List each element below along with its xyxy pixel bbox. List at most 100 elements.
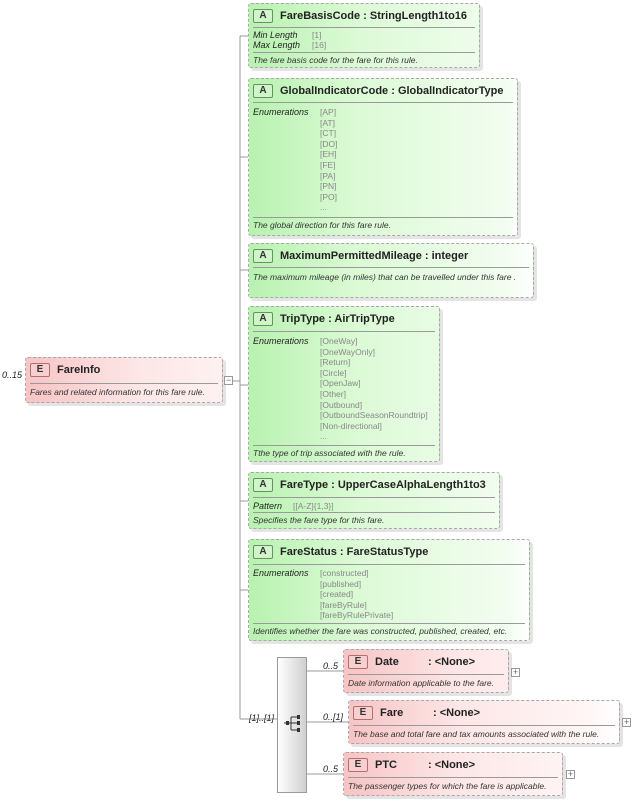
divider xyxy=(253,52,475,53)
root-multiplicity: 0..15 xyxy=(2,370,23,380)
attribute-faretype[interactable]: A FareType : UpperCaseAlphaLength1to3 Pa… xyxy=(248,472,500,529)
enum-value: [constructed] xyxy=(320,568,369,578)
facet-label: Min Length xyxy=(253,30,298,40)
element-name: FareInfo xyxy=(57,364,101,376)
enum-value: [PA] xyxy=(320,170,336,181)
attribute-doc: Specifies the fare type for this fare. xyxy=(253,515,385,525)
attribute-badge: A xyxy=(253,84,273,98)
enum-value: [PO] xyxy=(320,191,338,202)
attribute-doc: Tthe type of trip associated with the ru… xyxy=(253,448,406,458)
expand-icon[interactable]: + xyxy=(511,667,520,677)
enum-value: ... xyxy=(320,202,328,213)
divider xyxy=(348,777,558,778)
enum-value: [Return] xyxy=(320,357,351,368)
element-type: : <None> xyxy=(433,707,481,719)
enumerations-label: Enumerations xyxy=(253,568,309,578)
divider xyxy=(253,267,529,268)
divider xyxy=(348,674,504,675)
element-fare[interactable]: E Fare : <None> The base and total fare … xyxy=(348,700,620,744)
element-doc: The base and total fare and tax amounts … xyxy=(353,729,600,739)
enum-value: [FE] xyxy=(320,160,336,170)
divider xyxy=(253,512,495,513)
attribute-badge: A xyxy=(253,9,273,23)
divider xyxy=(353,725,615,726)
attribute-badge: A xyxy=(253,249,273,263)
expand-icon[interactable]: + xyxy=(622,717,631,727)
facet-value: [1] xyxy=(312,30,322,40)
attribute-doc: The fare basis code for the fare for thi… xyxy=(253,55,418,65)
divider xyxy=(253,217,513,218)
element-date[interactable]: E Date : <None> Date information applica… xyxy=(343,649,509,693)
element-doc: Date information applicable to the fare. xyxy=(348,678,495,688)
attribute-badge: A xyxy=(253,545,273,559)
child-multiplicity: 0..[1] xyxy=(323,712,344,722)
facet-label: Max Length xyxy=(253,40,301,50)
divider xyxy=(253,331,435,332)
child-multiplicity: 0..5 xyxy=(323,764,339,774)
attribute-title: FareType : UpperCaseAlphaLength1to3 xyxy=(280,479,486,491)
enum-value: [OneWay] xyxy=(320,336,358,346)
enumerations-label: Enumerations xyxy=(253,336,309,346)
expand-icon[interactable]: + xyxy=(566,769,575,779)
attribute-title: FareStatus : FareStatusType xyxy=(280,546,429,558)
divider xyxy=(30,383,218,384)
element-badge: E xyxy=(30,363,50,377)
enum-value: [fareByRulePrivate] xyxy=(320,610,394,621)
attribute-maximumpermittedmileage[interactable]: A MaximumPermittedMileage : integer The … xyxy=(248,243,534,298)
element-name: Date xyxy=(375,656,399,668)
attribute-title: TripType : AirTripType xyxy=(280,313,395,325)
attribute-triptype[interactable]: A TripType : AirTripType Enumerations [O… xyxy=(248,306,440,462)
attribute-doc: Identifies whether the fare was construc… xyxy=(253,626,508,636)
enum-value: [AT] xyxy=(320,117,335,128)
element-type: : <None> xyxy=(428,759,476,771)
divider xyxy=(253,497,495,498)
facet-value: [16] xyxy=(312,40,327,50)
attribute-farestatus[interactable]: A FareStatus : FareStatusType Enumeratio… xyxy=(248,539,530,641)
element-name: Fare xyxy=(380,707,404,719)
attribute-title: GlobalIndicatorCode : GlobalIndicatorTyp… xyxy=(280,85,504,97)
enum-value: [CT] xyxy=(320,128,337,139)
divider xyxy=(253,27,475,28)
attribute-title: MaximumPermittedMileage : integer xyxy=(280,250,469,262)
attribute-farebasiscode[interactable]: A FareBasisCode : StringLength1to16 Min … xyxy=(248,3,480,68)
attribute-badge: A xyxy=(253,312,273,326)
enum-value: [OpenJaw] xyxy=(320,378,361,389)
sequence-icon xyxy=(284,715,300,732)
attribute-doc: The global direction for this fare rule. xyxy=(253,220,391,230)
divider xyxy=(253,102,513,103)
element-doc: Fares and related information for this f… xyxy=(30,387,205,397)
attribute-doc: The maximum mileage (in miles) that can … xyxy=(253,272,517,282)
attribute-globalindicatorcode[interactable]: A GlobalIndicatorCode : GlobalIndicatorT… xyxy=(248,78,518,236)
enum-value: [Outbound] xyxy=(320,399,363,410)
attribute-title: FareBasisCode : StringLength1to16 xyxy=(280,10,468,22)
enum-value: [DO] xyxy=(320,138,338,149)
element-doc: The passenger types for which the fare i… xyxy=(348,781,547,791)
sequence-compositor[interactable] xyxy=(277,657,307,793)
enum-value: [created] xyxy=(320,589,354,600)
element-fareinfo[interactable]: E FareInfo Fares and related information… xyxy=(25,357,223,403)
enum-value: [EH] xyxy=(320,149,337,160)
attribute-badge: A xyxy=(253,478,273,492)
divider xyxy=(253,623,525,624)
divider xyxy=(253,564,525,565)
pattern-value: [[A-Z]{1,3}] xyxy=(293,501,334,511)
enum-value: [Other] xyxy=(320,389,346,399)
enum-value: [Non-directional] xyxy=(320,420,382,431)
pattern-label: Pattern xyxy=(253,501,283,511)
element-ptc[interactable]: E PTC : <None> The passenger types for w… xyxy=(343,752,563,796)
sequence-multiplicity: [1]..[1] xyxy=(249,713,275,723)
enum-value: ... xyxy=(320,431,328,442)
element-name: PTC xyxy=(375,759,397,771)
enum-value: [OutboundSeasonRoundtrip] xyxy=(320,410,428,421)
enum-value: [OneWayOnly] xyxy=(320,346,375,357)
enum-value: [AP] xyxy=(320,107,337,117)
child-multiplicity: 0..5 xyxy=(323,661,339,671)
element-type: : <None> xyxy=(428,656,476,668)
enum-value: [PN] xyxy=(320,181,337,192)
divider xyxy=(253,445,435,446)
element-badge: E xyxy=(348,758,368,772)
enum-value: [published] xyxy=(320,578,362,589)
enum-value: [fareByRule] xyxy=(320,599,367,610)
collapse-icon[interactable]: − xyxy=(224,375,233,385)
